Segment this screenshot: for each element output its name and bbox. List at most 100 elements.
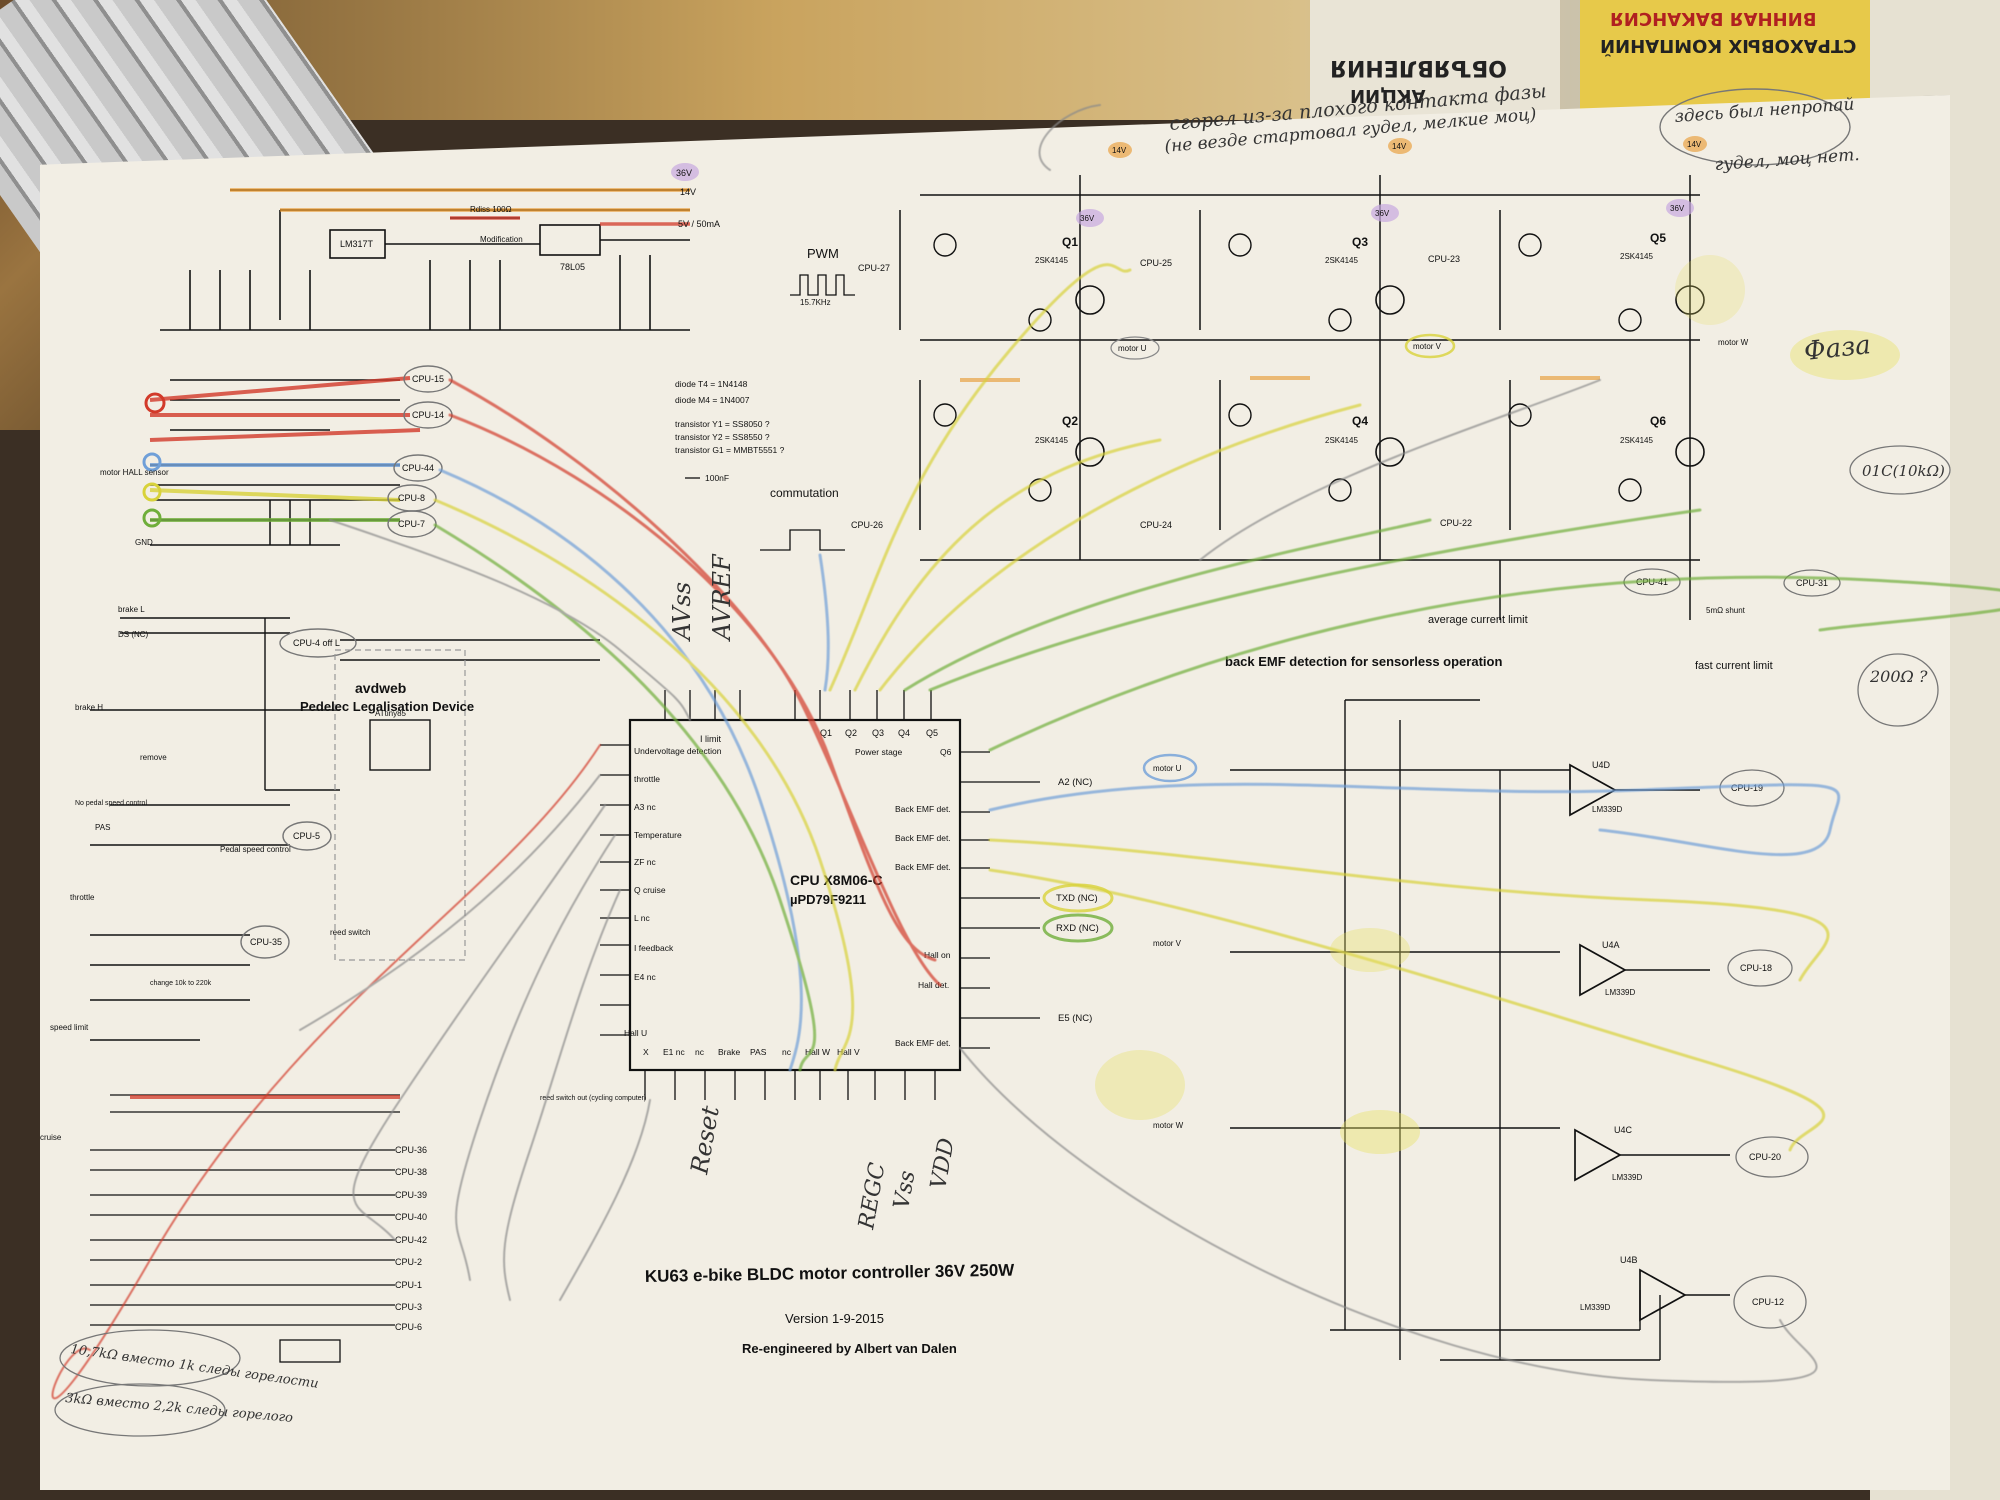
cruise-ladder — [90, 1094, 400, 1363]
q1-label: Q1 — [1062, 235, 1078, 249]
cpu-5-bubble: CPU-5 — [293, 831, 320, 841]
shunt-label: 5mΩ shunt — [1706, 606, 1746, 615]
q6-label: Q6 — [1650, 414, 1666, 428]
cpu-right-signals: A2 (NC) TXD (NC) RXD (NC) E5 (NC) — [1042, 777, 1114, 1024]
phase-u-bridge: Q1 Q2 2SK4145 2SK4145 CPU-27 CPU-26 moto… — [851, 233, 1160, 530]
power-supply-rails-color — [230, 188, 690, 226]
hall-gnd-label: GND — [135, 538, 153, 547]
handwritten-bottom-1: 10,7kΩ вместо 1k следы горелости — [69, 1342, 319, 1392]
pin-q6: Q6 — [940, 747, 952, 757]
cpu-right-pin-labels: Power stage Q6 Back EMF det. Back EMF de… — [855, 747, 952, 1048]
back-emf-title: back EMF detection for sensorless operat… — [1225, 654, 1502, 669]
commutation-label: commutation — [770, 486, 839, 500]
supply-36v-highlight — [671, 163, 699, 181]
pin-q1: Q1 — [820, 728, 832, 738]
handwritten-avref: AVREF — [708, 553, 736, 642]
bottom-note-2-outline — [54, 1383, 226, 1437]
throttle-label: throttle — [70, 893, 95, 902]
ps-14v-3: 14V — [1687, 140, 1702, 149]
pin-q3: Q3 — [872, 728, 884, 738]
pin-e1: E1 nc — [663, 1047, 685, 1057]
attiny-chip — [369, 719, 431, 771]
pas-label: PAS — [95, 823, 110, 832]
pin-x: X — [643, 1047, 649, 1057]
pin-power-stage: Power stage — [855, 747, 903, 757]
cpu-20-bubble: CPU-20 — [1749, 1152, 1781, 1162]
cpu-right-pins — [960, 751, 1040, 1049]
pin-hall-on: Hall on — [924, 950, 951, 960]
supply-14v-label: 14V — [680, 187, 696, 197]
remove-label: remove — [140, 753, 167, 762]
cpu-38-label: CPU-38 — [395, 1167, 427, 1177]
change-label: change 10k to 220k — [150, 980, 212, 987]
ps-36v-3: 36V — [1670, 204, 1685, 213]
signal-txd: TXD (NC) — [1056, 893, 1098, 904]
cpu-26-label: CPU-26 — [851, 520, 883, 530]
ds-nc-label: DS (NC) — [118, 630, 149, 639]
pin-throttle: throttle — [634, 774, 660, 784]
pin-q4: Q4 — [898, 728, 910, 738]
cruise-cpu-labels: CPU-36 CPU-38 CPU-39 CPU-40 CPU-42 CPU-2… — [395, 1145, 427, 1332]
cpu-14-bubble: CPU-14 — [412, 410, 444, 420]
component-notes: diode T4 = 1N4148 diode M4 = 1N4007 tran… — [675, 379, 785, 483]
cpu-7-bubble: CPU-7 — [398, 519, 425, 529]
u4d-part: LM339D — [1592, 805, 1622, 814]
handwritten-note-3: здесь был непропай — [1674, 94, 1855, 127]
pin-i-limit: I limit — [700, 734, 721, 744]
pin-nc-2: nc — [782, 1047, 792, 1057]
pin-hall-w: Hall W — [805, 1047, 830, 1057]
title-author: Re-engineered by Albert van Dalen — [742, 1341, 957, 1356]
pin-pas: PAS — [750, 1047, 767, 1057]
reed-switch-label: reed switch — [330, 928, 370, 937]
hall-green-marker — [142, 508, 162, 528]
hall-blue-marker — [142, 452, 162, 472]
back-emf-wiring — [1230, 699, 1661, 1361]
pin-bemf-4: Back EMF det. — [895, 1038, 951, 1048]
note-tr-y1: transistor Y1 = SS8050 ? — [675, 419, 770, 429]
cpu-36-label: CPU-36 — [395, 1145, 427, 1155]
title-version: Version 1-9-2015 — [785, 1311, 884, 1326]
speed-limit-label: speed limit — [50, 1023, 89, 1032]
pedal-speed-label: Pedal speed control — [220, 845, 291, 854]
note-tr-y2: transistor Y2 = SS8550 ? — [675, 432, 770, 442]
note-diode-m4: diode M4 = 1N4007 — [675, 395, 750, 405]
handwritten-regc: REGC — [854, 1161, 890, 1233]
pin-q-cruise: Q cruise — [634, 885, 666, 895]
power-stage-wiring — [899, 175, 1700, 620]
supply-5v-out: 5V / 50mA — [678, 219, 720, 229]
reed-switch-out-label: reed switch out (cycling computer) — [540, 1095, 646, 1102]
signal-rxd: RXD (NC) — [1056, 923, 1099, 934]
power-stage-orange-rails — [960, 376, 1600, 382]
pedelec-subtitle: Pedelec Legalisation Device — [300, 699, 474, 714]
no-pedal-label: No pedal speed control — [75, 800, 147, 807]
highlight-blobs — [1095, 255, 1900, 1154]
note-tr-g1: transistor G1 = MMBT5551 ? — [675, 445, 785, 455]
cpu-12-bubble: CPU-12 — [1752, 1297, 1784, 1307]
bemf-motor-u: motor U — [1153, 764, 1182, 773]
cpu-27-label: CPU-27 — [858, 263, 890, 273]
cpu-22-label: CPU-22 — [1440, 518, 1472, 528]
handwritten-phase: Фаза — [1803, 330, 1873, 367]
note-diode-t4: diode T4 = 1N4148 — [675, 379, 748, 389]
handwritten-vdd: VDD — [926, 1136, 960, 1191]
cpu-1-label: CPU-1 — [395, 1280, 422, 1290]
pin-i-feedback: I feedback — [634, 943, 674, 953]
pin-undervoltage: Undervoltage detection — [634, 746, 722, 756]
pwm-waveform — [790, 274, 855, 296]
phase-w-bridge: Q5 Q6 2SK4145 2SK4145 CPU-23 CPU-22 moto… — [1428, 231, 1749, 528]
q2-mosfet: 2SK4145 — [1035, 436, 1068, 445]
ps-36v-1: 36V — [1080, 214, 1095, 223]
hall-sensor-label: motor HALL sensor — [100, 468, 169, 477]
cpu-35-bubble: CPU-35 — [250, 937, 282, 947]
pwm-freq-label: 15.7KHz — [800, 298, 831, 307]
pedelec-title: avdweb — [355, 680, 406, 696]
u4c-part: LM339D — [1612, 1173, 1642, 1182]
handwritten-avss: AVss — [668, 582, 696, 642]
ps-14v-1: 14V — [1112, 146, 1127, 155]
pin-e4: E4 nc — [634, 972, 656, 982]
pin-nc-1: nc — [695, 1047, 705, 1057]
cpu-19-bubble: CPU-19 — [1731, 783, 1763, 793]
handwritten-note-3-outline — [1659, 88, 1851, 166]
motor-u-label: motor U — [1118, 344, 1147, 353]
